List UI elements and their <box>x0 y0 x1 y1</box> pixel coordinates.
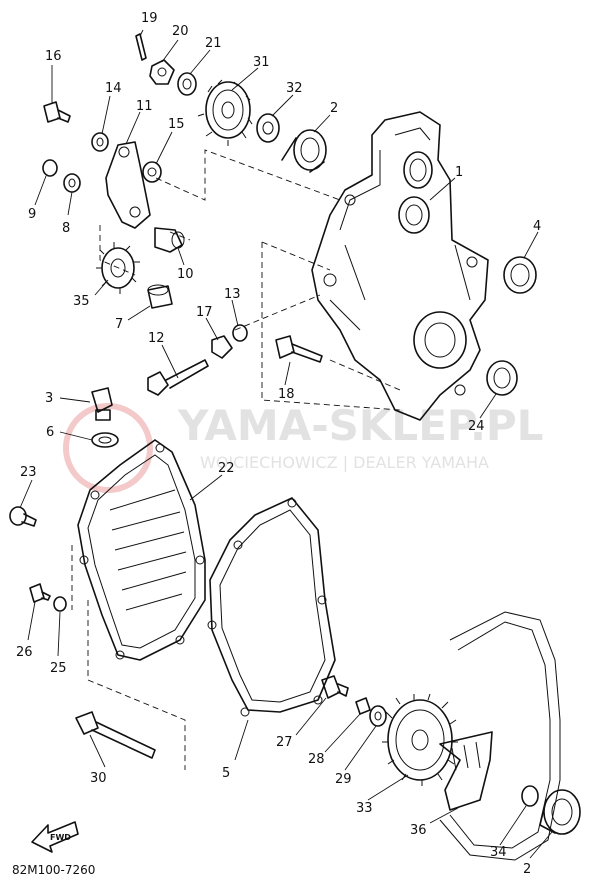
washer-14 <box>91 132 109 152</box>
watermark: YAMA-SKLEP.PL WOJCIECHOWICZ | DEALER YAM… <box>63 401 543 493</box>
bolt-30 <box>75 711 156 759</box>
callout-16: 16 <box>45 49 62 64</box>
callout-11: 11 <box>136 99 153 114</box>
callout-3: 3 <box>45 391 53 406</box>
bolt-23 <box>9 506 37 527</box>
fwd-label: FWD <box>50 833 71 842</box>
callout-19: 19 <box>141 11 158 26</box>
washer-25 <box>53 596 67 612</box>
washer-drain <box>91 432 119 448</box>
sprocket-bottom <box>382 693 458 786</box>
pin <box>154 227 185 253</box>
callout-31: 31 <box>253 55 270 70</box>
bolt-18 <box>275 335 323 363</box>
bolt-16 <box>43 101 71 123</box>
nut-20 <box>149 59 175 85</box>
callout-9: 9 <box>28 207 36 222</box>
callout-14: 14 <box>105 81 122 96</box>
callout-10: 10 <box>177 267 194 282</box>
bolt-12 <box>147 359 209 396</box>
crankcase-cover <box>311 111 489 421</box>
oil-seal-bottom <box>486 360 518 396</box>
bearing-top <box>281 129 327 173</box>
callout-33: 33 <box>356 801 373 816</box>
callout-6: 6 <box>46 425 54 440</box>
callout-22: 22 <box>218 461 235 476</box>
callout-35: 35 <box>73 294 90 309</box>
callout-17: 17 <box>196 305 213 320</box>
washer-34 <box>521 785 539 807</box>
callout-24: 24 <box>468 419 485 434</box>
nut-17 <box>211 335 233 359</box>
callout-26: 26 <box>16 645 33 660</box>
gear-35 <box>96 242 140 294</box>
callout-2-top: 2 <box>330 101 338 116</box>
callout-4: 4 <box>533 219 541 234</box>
leader-lines <box>19 29 553 859</box>
fwd-arrow-icon: FWD <box>31 821 79 853</box>
callout-29: 29 <box>335 772 352 787</box>
callout-2-bottom: 2 <box>523 862 531 877</box>
bolt-27 <box>321 675 349 699</box>
inner-cover <box>77 439 206 661</box>
callout-25: 25 <box>50 661 67 676</box>
bolt-26 <box>29 583 51 603</box>
callout-18: 18 <box>278 387 295 402</box>
callout-27: 27 <box>276 735 293 750</box>
watermark-subtitle: WOJCIECHOWICZ | DEALER YAMAHA <box>200 453 489 472</box>
watermark-logo <box>63 403 153 493</box>
watermark-title: YAMA-SKLEP.PL <box>177 401 543 450</box>
callout-32: 32 <box>286 81 303 96</box>
collar <box>147 284 173 309</box>
callouts: 19 20 21 31 32 2 16 14 11 15 1 4 9 8 10 … <box>16 11 541 877</box>
callout-5: 5 <box>222 766 230 781</box>
washer-15 <box>142 161 162 183</box>
callout-23: 23 <box>20 465 37 480</box>
washer-21 <box>177 72 197 96</box>
callout-8: 8 <box>62 221 70 236</box>
washer-29 <box>369 705 387 727</box>
sprocket-top <box>197 79 253 146</box>
callout-1: 1 <box>455 165 463 180</box>
lever-arm <box>105 141 151 229</box>
nut-28 <box>355 697 371 715</box>
callout-34: 34 <box>490 845 507 860</box>
callout-12: 12 <box>148 331 165 346</box>
cotter-pin <box>135 33 147 61</box>
drive-chain <box>439 611 561 861</box>
gasket <box>207 497 336 717</box>
washer-8 <box>63 173 81 193</box>
callout-36: 36 <box>410 823 427 838</box>
callout-7: 7 <box>115 317 123 332</box>
oil-seal-top <box>503 256 537 294</box>
callout-20: 20 <box>172 24 189 39</box>
callout-15: 15 <box>168 117 185 132</box>
callout-30: 30 <box>90 771 107 786</box>
assembly-lines <box>71 149 401 770</box>
drain-plug <box>91 387 113 421</box>
callout-28: 28 <box>308 752 325 767</box>
diagram-code: 82M100-7260 <box>12 863 95 877</box>
circlip-9 <box>42 159 58 177</box>
collar-32 <box>256 113 280 143</box>
callout-21: 21 <box>205 36 222 51</box>
callout-13: 13 <box>224 287 241 302</box>
washer-13 <box>232 324 248 342</box>
